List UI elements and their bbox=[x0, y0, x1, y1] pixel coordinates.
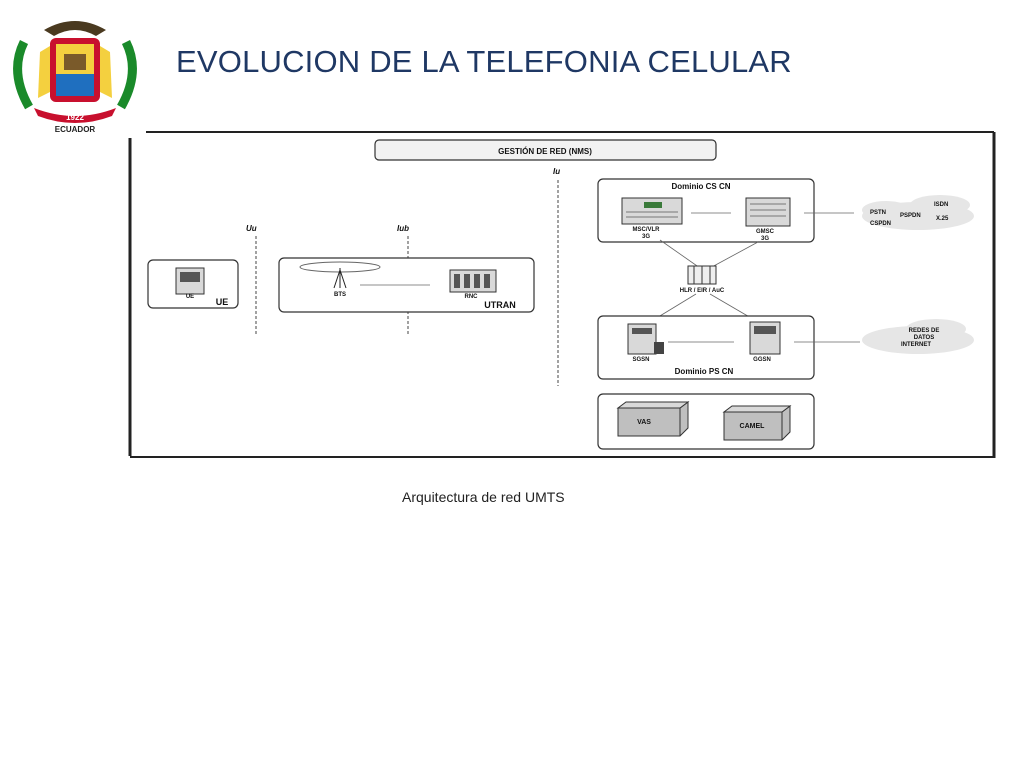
gmsc-hlr-link bbox=[709, 241, 759, 269]
ue-device-icon bbox=[175, 267, 205, 295]
cloud-cspdn-label: CSPDN bbox=[870, 221, 891, 227]
cloud-ps-line2: DATOS bbox=[914, 335, 934, 341]
interface-uu-label: Uu bbox=[246, 224, 257, 233]
circuit-networks-cloud-icon bbox=[862, 195, 974, 230]
sgsn-server-icon bbox=[627, 323, 664, 355]
gmsc-label: GMSC bbox=[756, 229, 775, 235]
msc-vlr-label: MSC/VLR bbox=[633, 227, 661, 233]
nms-label: GESTIÓN DE RED (NMS) bbox=[498, 147, 592, 156]
ue-box-label: UE bbox=[216, 297, 229, 307]
interface-iub-label: Iub bbox=[397, 224, 409, 233]
interface-iu-label: Iu bbox=[553, 167, 560, 176]
nms-box bbox=[374, 139, 717, 161]
gmsc-server-icon bbox=[745, 197, 791, 227]
cloud-pspdn-label: PSPDN bbox=[900, 213, 921, 219]
laurel-left-icon bbox=[13, 39, 33, 110]
cs-domain-title: Dominio CS CN bbox=[671, 182, 730, 191]
vas-label: VAS bbox=[637, 419, 651, 426]
rnc-label: RNC bbox=[465, 294, 479, 300]
cloud-pstn-label: PSTN bbox=[870, 210, 886, 216]
ggsn-server-icon bbox=[749, 321, 781, 355]
logo-year: 1922 bbox=[66, 113, 84, 122]
rnc-rack-icon bbox=[449, 269, 497, 293]
diagram-caption: Arquitectura de red UMTS bbox=[402, 489, 565, 505]
sgsn-label: SGSN bbox=[632, 357, 649, 363]
msc-hlr-link bbox=[659, 239, 701, 269]
msc-vlr-sublabel: 3G bbox=[642, 234, 650, 240]
bts-label: BTS bbox=[334, 292, 346, 298]
laurel-right-icon bbox=[117, 39, 137, 110]
bts-antenna-icon bbox=[333, 268, 347, 289]
vas-block-icon bbox=[616, 401, 690, 437]
logo-country: ECUADOR bbox=[55, 125, 96, 134]
university-crest-logo: 1922 ECUADOR bbox=[13, 21, 137, 134]
cloud-ps-line3: INTERNET bbox=[901, 342, 931, 348]
eagle-icon bbox=[44, 21, 106, 36]
ps-domain-title: Dominio PS CN bbox=[675, 367, 734, 376]
ggsn-label: GGSN bbox=[753, 357, 771, 363]
cloud-ps-line1: REDES DE bbox=[909, 328, 940, 334]
hlr-database-icon bbox=[687, 265, 717, 285]
data-networks-cloud-icon bbox=[862, 319, 974, 354]
camel-label: CAMEL bbox=[740, 423, 766, 430]
utran-box-label: UTRAN bbox=[484, 300, 516, 310]
umts-architecture-diagram: GESTIÓN DE RED (NMS) Uu Iub Iu UE UE BTS… bbox=[128, 131, 996, 458]
gmsc-sublabel: 3G bbox=[761, 236, 769, 242]
ue-device-label: UE bbox=[186, 294, 194, 300]
cloud-x25-label: X.25 bbox=[936, 216, 949, 222]
msc-vlr-server-icon bbox=[621, 197, 683, 225]
camel-block-icon bbox=[722, 405, 792, 441]
hlr-label: HLR / EIR / AuC bbox=[680, 288, 725, 294]
slide-title: EVOLUCION DE LA TELEFONIA CELULAR bbox=[176, 44, 792, 79]
cloud-isdn-label: ISDN bbox=[934, 202, 948, 208]
